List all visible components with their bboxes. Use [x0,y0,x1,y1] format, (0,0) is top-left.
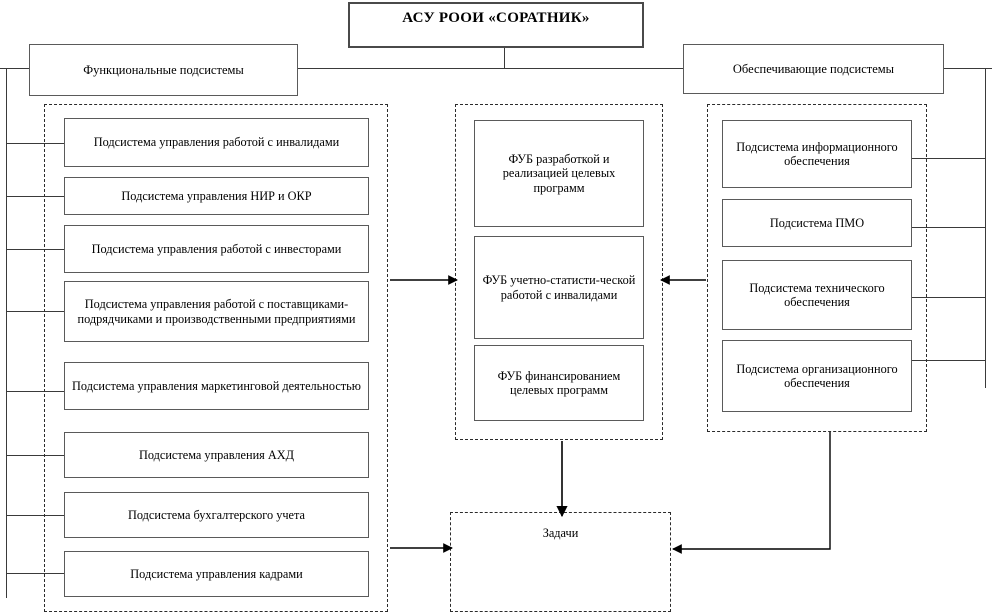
fub-block-2[interactable]: ФУБ учетно-статисти-ческой работой с инв… [474,236,644,339]
tasks-label: Задачи [542,525,579,540]
tasks-region[interactable]: Задачи [450,512,671,612]
connector-left-stub-3 [6,249,64,250]
functional-subsystem-1[interactable]: Подсистема управления работой с инвалида… [64,118,369,167]
supporting-subsystem-2[interactable]: Подсистема ПМО [722,199,912,247]
connector-left-stub-5 [6,391,64,392]
fub-group-region [455,104,663,440]
connector-right-stub-4 [912,360,986,361]
functional-subsystem-2[interactable]: Подсистема управления НИР и ОКР [64,177,369,215]
connector-left-stub-8 [6,573,64,574]
connector-right-stub-1 [912,158,986,159]
functional-header-box[interactable]: Функциональные подсистемы [29,44,298,96]
fub-block-1[interactable]: ФУБ разработкой и реализацией целевых пр… [474,120,644,227]
connector-right-trunk [985,68,986,388]
fub-block-3-label: ФУБ финансированием целевых программ [497,368,621,398]
connector-left-trunk [6,68,7,598]
supporting-header-box[interactable]: Обеспечивающие подсистемы [683,44,944,94]
connector-main-bus [0,68,992,69]
functional-subsystem-7-label: Подсистема бухгалтерского учета [128,507,305,522]
functional-subsystem-8[interactable]: Подсистема управления кадрами [64,551,369,597]
supporting-subsystem-4[interactable]: Подсистема организационного обеспечения [722,340,912,412]
functional-subsystem-5-label: Подсистема управления маркетинговой деят… [72,378,361,393]
system-title-text: АСУ РООИ «СОРАТНИК» [402,10,590,26]
connector-left-stub-7 [6,515,64,516]
functional-subsystem-3[interactable]: Подсистема управления работой с инвестор… [64,225,369,273]
functional-header-label: Функциональные подсистемы [83,62,244,77]
supporting-subsystem-4-label: Подсистема организационного обеспечения [736,361,898,391]
functional-subsystem-4[interactable]: Подсистема управления работой с поставщи… [64,281,369,342]
functional-subsystem-6-label: Подсистема управления АХД [138,447,295,462]
fub-block-2-label: ФУБ учетно-статисти-ческой работой с инв… [482,273,636,302]
supporting-subsystem-2-label: Подсистема ПМО [769,215,865,230]
supporting-subsystem-3[interactable]: Подсистема технического обеспечения [722,260,912,330]
functional-subsystem-7[interactable]: Подсистема бухгалтерского учета [64,492,369,538]
functional-subsystem-4-label: Подсистема управления работой с поставщи… [77,297,356,326]
system-title-box: АСУ РООИ «СОРАТНИК» [348,2,644,48]
supporting-subsystem-1-label: Подсистема информационного обеспечения [736,139,898,169]
functional-subsystem-5[interactable]: Подсистема управления маркетинговой деят… [64,362,369,410]
functional-subsystem-1-label: Подсистема управления работой с инвалида… [93,135,340,150]
supporting-subsystem-1[interactable]: Подсистема информационного обеспечения [722,120,912,188]
supporting-group-region [707,104,927,432]
supporting-subsystem-3-label: Подсистема технического обеспечения [749,280,885,310]
functional-subsystem-8-label: Подсистема управления кадрами [130,566,303,581]
arrow-supporting-to-tasks [672,432,831,554]
connector-right-stub-3 [912,297,986,298]
connector-title-to-bus [504,48,505,69]
connector-left-stub-2 [6,196,64,197]
functional-subsystem-6[interactable]: Подсистема управления АХД [64,432,369,478]
connector-left-stub-6 [6,455,64,456]
connector-right-stub-2 [912,227,986,228]
supporting-header-label: Обеспечивающие подсистемы [732,61,895,76]
connector-left-stub-4 [6,311,64,312]
fub-block-1-label: ФУБ разработкой и реализацией целевых пр… [502,151,616,195]
functional-subsystem-2-label: Подсистема управления НИР и ОКР [121,188,312,203]
fub-block-3[interactable]: ФУБ финансированием целевых программ [474,345,644,421]
functional-subsystem-3-label: Подсистема управления работой с инвестор… [91,241,342,256]
connector-left-stub-1 [6,143,64,144]
